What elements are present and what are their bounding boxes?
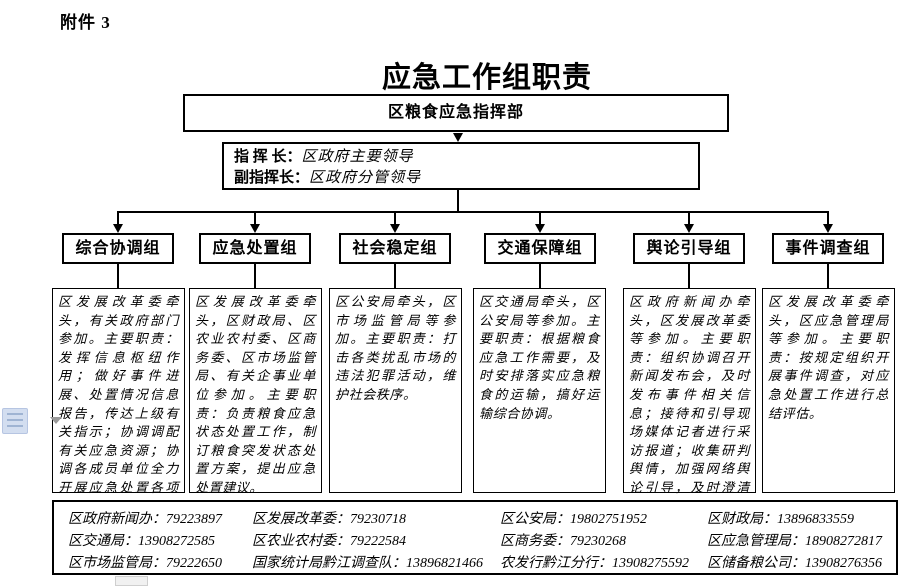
group-description-coordination: 区发展改革委牵头，有关政府部门参加。主要职责：发挥信息枢纽作用；做好事件进展、处… [52,288,185,514]
contacts-box: 区政府新闻办：79223897 区发展改革委：79230718 区公安局：198… [52,500,898,575]
connector-line [254,211,256,225]
connector-line [394,264,396,288]
commander-label: 指 挥 长： [234,149,302,165]
connector-line [394,211,396,225]
commander-value: 区政府主要领导 [301,149,414,165]
contact-cell: 区市场监管局：79222650 [68,556,222,571]
contact-cell: 区发展改革委：79230718 [252,512,406,527]
connector-arrow [535,224,545,233]
group-description-response: 区发展改革委牵头，区财政局、区农业农村委、区商务委、区市场监管局、有关企事业单位… [189,288,322,495]
deputy-commander-value: 区政府分管领导 [309,170,422,186]
group-description-transport: 区交通局牵头，区公安局等参加。主要职责：根据粮食应急工作需要，及时安排落实应急粮… [473,288,606,493]
group-box-stability: 社会稳定组 [339,233,451,264]
connector-line [117,211,119,225]
document-icon [3,413,27,427]
scrollbar-thumb[interactable] [115,576,148,586]
connector-line [117,211,829,213]
connector-line [457,190,459,213]
group-description-investigation: 区发展改革委牵头，区应急管理局等参加。主要职责：按规定组织开展事件调查，对应急处… [762,288,895,493]
contact-cell: 区农业农村委：79222584 [252,534,406,549]
contact-cell: 农发行黔江分行：13908275592 [500,556,689,571]
contact-cell: 国家统计局黔江调查队：13896821466 [252,556,483,571]
commander-line: 指 挥 长：区政府主要领导 [234,147,698,168]
connector-line [827,211,829,225]
group-box-response: 应急处置组 [199,233,311,264]
group-box-coordination: 综合协调组 [62,233,174,264]
contacts-row: 区交通局：13908272585 区农业农村委：79222584 区商务委：79… [68,531,896,553]
contact-cell: 区储备粮公司：13908276356 [707,556,882,571]
group-box-publicity: 舆论引导组 [633,233,745,264]
group-description-stability: 区公安局牵头，区市场监管局等参加。主要职责：打击各类扰乱市场的违法犯罪活动，维护… [329,288,462,493]
connector-arrow [823,224,833,233]
connector-line [688,264,690,288]
connector-arrow [390,224,400,233]
connector-arrow [684,224,694,233]
contact-cell: 区公安局：19802751952 [500,512,647,527]
deputy-commander-line: 副指挥长：区政府分管领导 [234,168,698,189]
paste-options-button[interactable] [2,408,28,434]
contacts-row: 区市场监管局：79222650 国家统计局黔江调查队：13896821466 农… [68,553,896,575]
connector-line [688,211,690,225]
contact-cell: 区应急管理局：18908272817 [707,534,882,549]
leaders-box: 指 挥 长：区政府主要领导 副指挥长：区政府分管领导 [222,142,700,190]
contacts-row: 区政府新闻办：79223897 区发展改革委：79230718 区公安局：198… [68,509,896,531]
contact-cell: 区商务委：79230268 [500,534,626,549]
connector-line [539,211,541,225]
connector-arrow [250,224,260,233]
connector-arrow [453,133,463,142]
connector-line [117,264,119,288]
connector-arrow [113,224,123,233]
connector-line [827,264,829,288]
connector-line [539,264,541,288]
group-box-investigation: 事件调查组 [772,233,884,264]
page-title: 应急工作组职责 [381,62,592,94]
group-description-publicity: 区政府新闻办牵头，区发展改革委等参加。主要职责：组织协调召开新闻发布会，及时发布… [623,288,756,532]
contact-cell: 区交通局：13908272585 [68,534,215,549]
connector-line [254,264,256,288]
command-box: 区粮食应急指挥部 [183,94,729,132]
contact-cell: 区财政局：13896833559 [707,512,854,527]
group-box-transport: 交通保障组 [484,233,596,264]
contact-cell: 区政府新闻办：79223897 [68,512,222,527]
deputy-commander-label: 副指挥长： [234,170,310,186]
attachment-label: 附件 3 [60,13,111,32]
chevron-down-icon[interactable] [50,417,62,424]
